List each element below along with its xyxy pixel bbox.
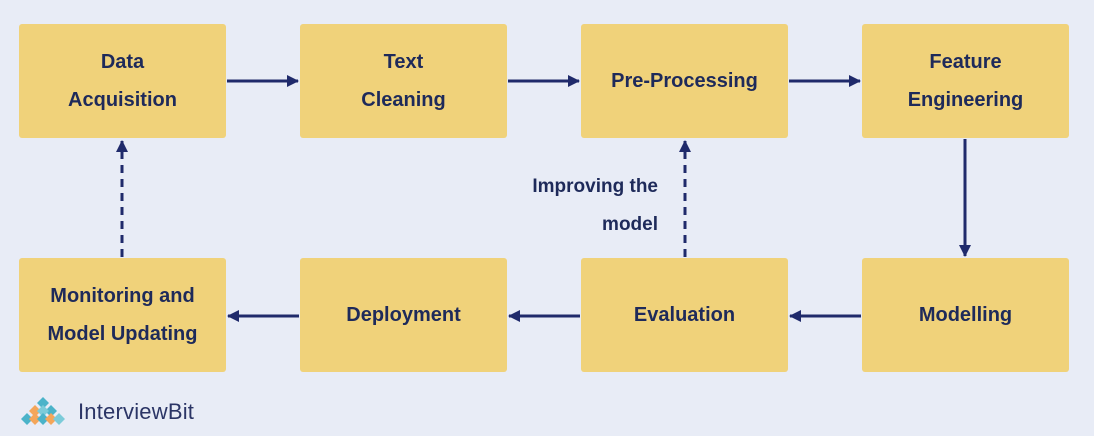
interviewbit-logo-icon: [21, 397, 65, 425]
node-feature-engineering: Feature Engineering: [862, 24, 1069, 138]
node-text-cleaning: Text Cleaning: [300, 24, 507, 138]
node-monitoring: Monitoring and Model Updating: [19, 258, 226, 372]
node-evaluation: Evaluation: [581, 258, 788, 372]
node-label: Data Acquisition: [68, 51, 177, 111]
node-label: Deployment: [346, 304, 461, 326]
node-pre-processing: Pre-Processing: [581, 24, 788, 138]
node-label: Feature Engineering: [907, 51, 1024, 111]
node-label: Monitoring and Model Updating: [47, 285, 198, 345]
interviewbit-logo-text: InterviewBit: [78, 399, 195, 424]
annotation-improving-model: Improving the model: [532, 176, 658, 235]
node-label: Text Cleaning: [361, 51, 446, 111]
interviewbit-logo: InterviewBit: [14, 394, 194, 430]
node-label: Modelling: [918, 304, 1013, 326]
node-label: Pre-Processing: [611, 70, 758, 92]
node-deployment: Deployment: [300, 258, 507, 372]
node-data-acquisition: Data Acquisition: [19, 24, 226, 138]
node-label: Evaluation: [633, 304, 736, 326]
node-modelling: Modelling: [862, 258, 1069, 372]
